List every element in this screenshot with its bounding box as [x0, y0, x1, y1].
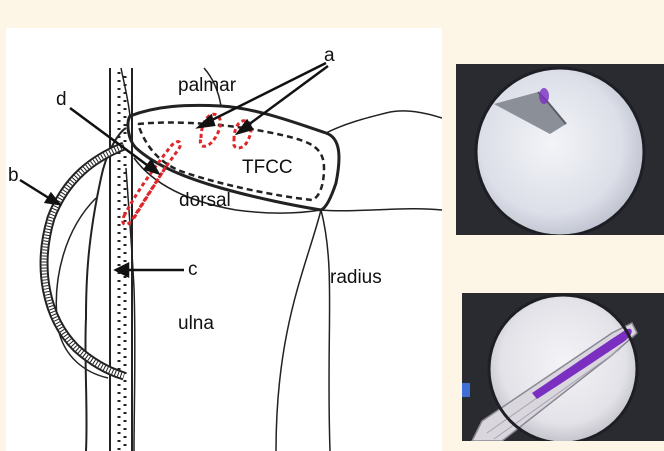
- label-a: a: [324, 46, 335, 65]
- label-dorsal: dorsal: [179, 191, 231, 210]
- suture-loop: [44, 146, 124, 376]
- label-d: d: [56, 90, 67, 109]
- label-palmar: palmar: [178, 76, 236, 95]
- radius-outline: [326, 111, 442, 133]
- tfcc-outline: [128, 105, 339, 210]
- label-ulna: ulna: [178, 314, 214, 333]
- wrist-anatomy-sketch: palmar TFCC dorsal radius ulna a b c d: [6, 28, 442, 451]
- label-b: b: [8, 166, 19, 185]
- label-radius: radius: [330, 268, 382, 287]
- label-tfcc: TFCC: [242, 158, 293, 177]
- arthroscopy-image-bottom: [462, 293, 664, 441]
- arthroscopy-image-top: [456, 64, 664, 235]
- arthroscopy-view-top: [456, 64, 664, 235]
- label-c: c: [188, 260, 198, 279]
- arthroscopy-view-bottom: [462, 293, 664, 441]
